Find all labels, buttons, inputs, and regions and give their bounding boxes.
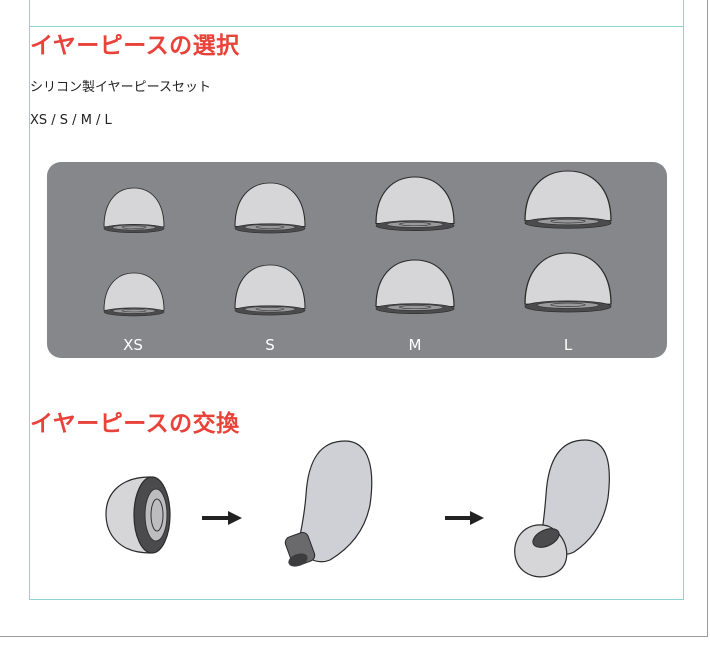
- arrow-right-icon: [202, 511, 242, 525]
- page-frame: [29, 0, 684, 600]
- size-label-l: L: [563, 336, 573, 354]
- eartip-icon: [105, 476, 171, 554]
- eartip-l-icon: [524, 252, 612, 313]
- eartip-xs-icon: [103, 187, 165, 234]
- size-label-m: M: [408, 336, 422, 354]
- eartip-s-icon: [234, 264, 306, 316]
- viewer-edge-right: [707, 0, 708, 636]
- page-top-border: [29, 26, 684, 27]
- eartip-l-icon: [524, 170, 612, 229]
- arrow-right-icon: [445, 511, 484, 525]
- viewer-edge-bottom: [0, 636, 708, 637]
- eartip-m-icon: [375, 176, 455, 232]
- size-label-xs: XS: [123, 336, 143, 354]
- earbud-icon: [284, 440, 373, 567]
- eartip-xs-icon: [103, 272, 165, 317]
- eartip-m-icon: [375, 259, 455, 315]
- earbud-with-tip-icon: [514, 439, 610, 578]
- eartip-s-icon: [234, 182, 306, 234]
- size-label-s: S: [265, 336, 275, 354]
- selection-heading: イヤーピースの選択: [30, 33, 240, 59]
- size-list: XS / S / M / L: [30, 113, 112, 128]
- eartip-set-description: シリコン製イヤーピースセット: [30, 80, 211, 95]
- replacement-heading: イヤーピースの交換: [30, 411, 240, 437]
